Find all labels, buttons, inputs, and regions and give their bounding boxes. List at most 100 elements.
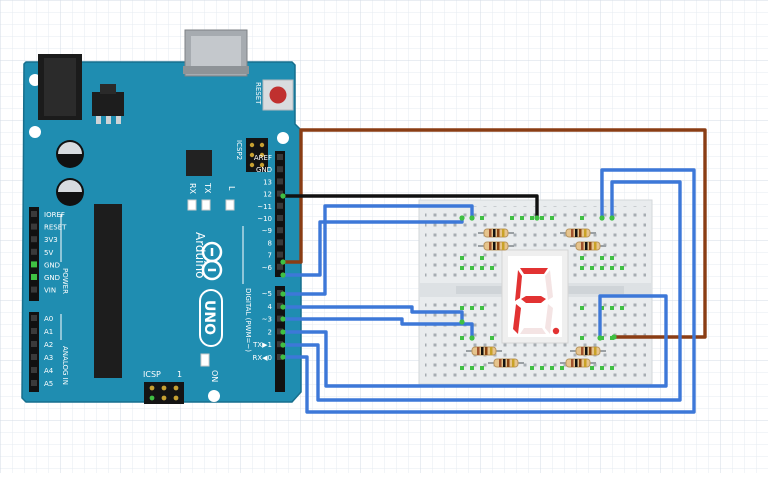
resistor-icon (466, 346, 502, 356)
seven-segment-display[interactable] (501, 249, 569, 344)
reset-label: RESET (254, 82, 262, 105)
green-hole-icon (530, 216, 534, 220)
header-pin-icon[interactable] (277, 341, 283, 348)
digital-pin-label: ~6 (262, 264, 273, 272)
green-hole-icon (550, 366, 554, 370)
resistor-icon (478, 241, 514, 251)
wire-end-icon (599, 215, 605, 221)
header-pin-icon[interactable] (277, 290, 283, 296)
header-pin-icon[interactable] (277, 354, 283, 360)
power-pin-label: GND (44, 274, 60, 282)
digital-pin-label: ~3 (262, 316, 272, 324)
header-pin-icon[interactable] (31, 315, 37, 321)
green-hole-icon (460, 366, 464, 370)
header-pin-icon[interactable] (31, 261, 37, 268)
header-pin-icon[interactable] (31, 341, 37, 347)
green-hole-icon (510, 216, 514, 220)
header-pin-icon[interactable] (277, 227, 283, 234)
digital-pin-label: GND (256, 166, 272, 174)
green-hole-icon (480, 366, 484, 370)
wire-blue-5[interactable] (281, 317, 474, 340)
green-hole-icon (480, 306, 484, 310)
digital-pin-label: TX▶1 (252, 341, 272, 349)
header-pin-icon[interactable] (31, 380, 37, 386)
power-pin-label: IOREF (44, 211, 65, 219)
green-hole-icon (580, 256, 584, 260)
analog-label: ANALOG IN (61, 346, 69, 385)
arduino-board[interactable]: RESET ICSP2 TX RX L Arduino UNO O (21, 29, 302, 404)
header-pin-icon[interactable] (31, 354, 37, 360)
mounting-hole-icon (277, 132, 289, 144)
segment-c (545, 304, 553, 334)
digital-pin-label: 12 (263, 191, 272, 199)
mounting-hole-icon (29, 126, 41, 138)
icsp-header (144, 382, 184, 404)
green-hole-icon (600, 256, 604, 260)
wire-end-icon (280, 259, 286, 265)
segment-dp (552, 327, 560, 335)
analog-pin-label: A5 (44, 380, 53, 388)
wire-end-icon (280, 329, 286, 335)
header-pin-icon[interactable] (31, 223, 37, 230)
header-pin-icon[interactable] (277, 315, 283, 322)
wire-blue-6[interactable] (281, 305, 464, 324)
green-hole-icon (490, 266, 494, 270)
green-hole-icon (470, 366, 474, 370)
wire-blue-4[interactable] (281, 294, 668, 388)
analog-pin-label: A2 (44, 341, 53, 349)
header-pin-icon[interactable] (277, 328, 283, 335)
header-pin-icon[interactable] (277, 178, 283, 185)
wire-brown[interactable] (281, 128, 707, 339)
wire-blue-8[interactable] (281, 216, 464, 277)
header-pin-icon[interactable] (277, 215, 283, 221)
l-label: L (227, 186, 236, 191)
header-pin-icon[interactable] (31, 286, 37, 293)
resistor-icon (560, 228, 596, 238)
header-pin-icon[interactable] (31, 248, 37, 255)
power-jack-icon (38, 54, 82, 120)
header-pin-icon[interactable] (277, 263, 283, 270)
green-hole-icon (530, 366, 534, 370)
header-pin-icon[interactable] (277, 154, 283, 160)
wire-end-icon (280, 316, 286, 322)
wire-end-icon (469, 335, 475, 341)
header-pin-icon[interactable] (31, 211, 37, 217)
analog-pin-label: A4 (44, 367, 54, 375)
green-hole-icon (610, 256, 614, 260)
header-pin-icon[interactable] (277, 202, 283, 209)
wire-end-icon (280, 342, 286, 348)
header-pin-icon[interactable] (31, 328, 37, 334)
wire-blue-2[interactable] (281, 168, 696, 414)
wire-end-icon (280, 354, 286, 360)
icsp-pin1-label: 1 (177, 370, 182, 379)
rx-label: RX (188, 183, 197, 195)
header-pin-icon[interactable] (277, 239, 283, 246)
green-hole-icon (580, 336, 584, 340)
reset-button[interactable] (262, 79, 294, 111)
wire-end-icon (459, 215, 465, 221)
digital-pin-label: 13 (263, 178, 272, 186)
header-pin-icon[interactable] (31, 367, 37, 373)
wire-blue-3[interactable] (281, 180, 682, 402)
header-pin-icon[interactable] (277, 190, 283, 197)
green-hole-icon (600, 266, 604, 270)
wire-black[interactable] (281, 194, 539, 220)
digital-pin-label: ~11 (257, 203, 272, 211)
header-pin-icon[interactable] (277, 302, 283, 309)
digital-pin-label: AREF (254, 154, 272, 162)
wire-end-icon (534, 215, 540, 221)
header-pin-icon[interactable] (277, 251, 283, 258)
header-pin-icon[interactable] (31, 236, 37, 243)
analog-pin-label: A1 (44, 328, 53, 336)
green-hole-icon (590, 366, 594, 370)
resistor-icon (570, 241, 606, 251)
header-pin-icon[interactable] (31, 274, 37, 280)
l-led-icon (225, 199, 235, 211)
wire-end-icon (280, 272, 286, 278)
header-pin-icon[interactable] (277, 166, 283, 173)
wire-blue-7[interactable] (281, 204, 474, 296)
header-pins (31, 154, 283, 386)
board-name-text: Arduino (193, 232, 207, 278)
green-hole-icon (460, 256, 464, 260)
